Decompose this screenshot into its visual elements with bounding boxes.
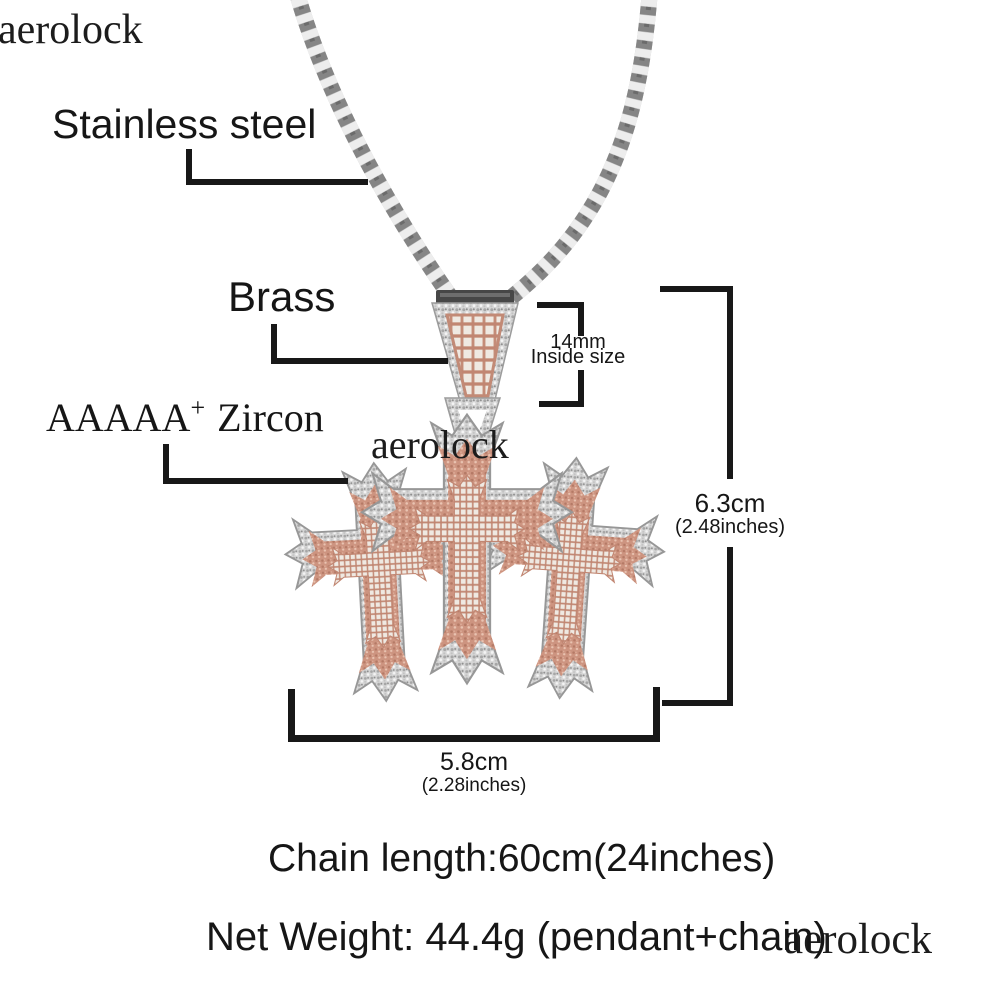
measurement-width-cm: 5.8cm	[439, 748, 509, 776]
label-zircon: AAAAA+ Zircon	[46, 394, 324, 440]
label-zircon-grade-plus: +	[190, 393, 206, 422]
rope-chain-right-strand	[500, 0, 658, 308]
measurement-width-inches: (2.28inches)	[421, 775, 527, 796]
leader-line-zircon-horizontal	[163, 478, 348, 484]
leader-line-brass-horizontal	[271, 358, 448, 364]
bracket-height-top	[660, 286, 733, 292]
spec-net-weight: Net Weight: 44.4g (pendant+chain)	[206, 915, 827, 959]
label-stainless-steel: Stainless steel	[52, 101, 317, 147]
measurement-bail-inside-value: 14mm	[550, 331, 606, 353]
watermark-middle: aerolock	[371, 422, 509, 467]
leader-line-stainless-steel-horizontal	[186, 179, 368, 185]
measurement-bail-inside-caption: Inside size	[530, 346, 626, 368]
bracket-height-vertical-lower	[727, 547, 733, 706]
leader-line-brass-vertical	[271, 324, 277, 364]
label-zircon-grade: AAAAA	[46, 395, 191, 440]
measurement-bail-inside: 14mm Inside size	[518, 331, 638, 368]
measurement-pendant-height: 6.3cm (2.48inches)	[660, 490, 800, 539]
label-zircon-type: Zircon	[217, 395, 324, 440]
bracket-bail-vertical-upper	[578, 302, 584, 336]
label-brass: Brass	[228, 273, 336, 320]
measurement-height-inches: (2.48inches)	[674, 516, 786, 538]
bracket-bail-vertical-lower	[578, 370, 584, 404]
bail	[431, 290, 519, 409]
bracket-bail-top	[537, 302, 584, 308]
rope-chain	[290, 0, 658, 310]
bracket-width-right-tick	[653, 687, 660, 742]
bracket-height-vertical-upper	[727, 286, 733, 479]
bracket-width-left-tick	[288, 689, 295, 742]
spec-chain-length: Chain length:60cm(24inches)	[268, 837, 776, 880]
measurement-height-cm: 6.3cm	[694, 488, 766, 518]
leader-line-zircon-vertical	[163, 444, 169, 484]
bracket-height-bottom	[662, 700, 733, 706]
watermark-top-left: aerolock	[0, 7, 143, 53]
watermark-bottom-right: aerolock	[784, 916, 933, 963]
leader-line-stainless-steel-vertical	[186, 149, 192, 185]
rope-chain-left-strand	[290, 0, 462, 310]
measurement-pendant-width: 5.8cm (2.28inches)	[374, 750, 574, 797]
bracket-width-bar	[288, 735, 660, 742]
bracket-bail-bottom	[539, 401, 584, 407]
